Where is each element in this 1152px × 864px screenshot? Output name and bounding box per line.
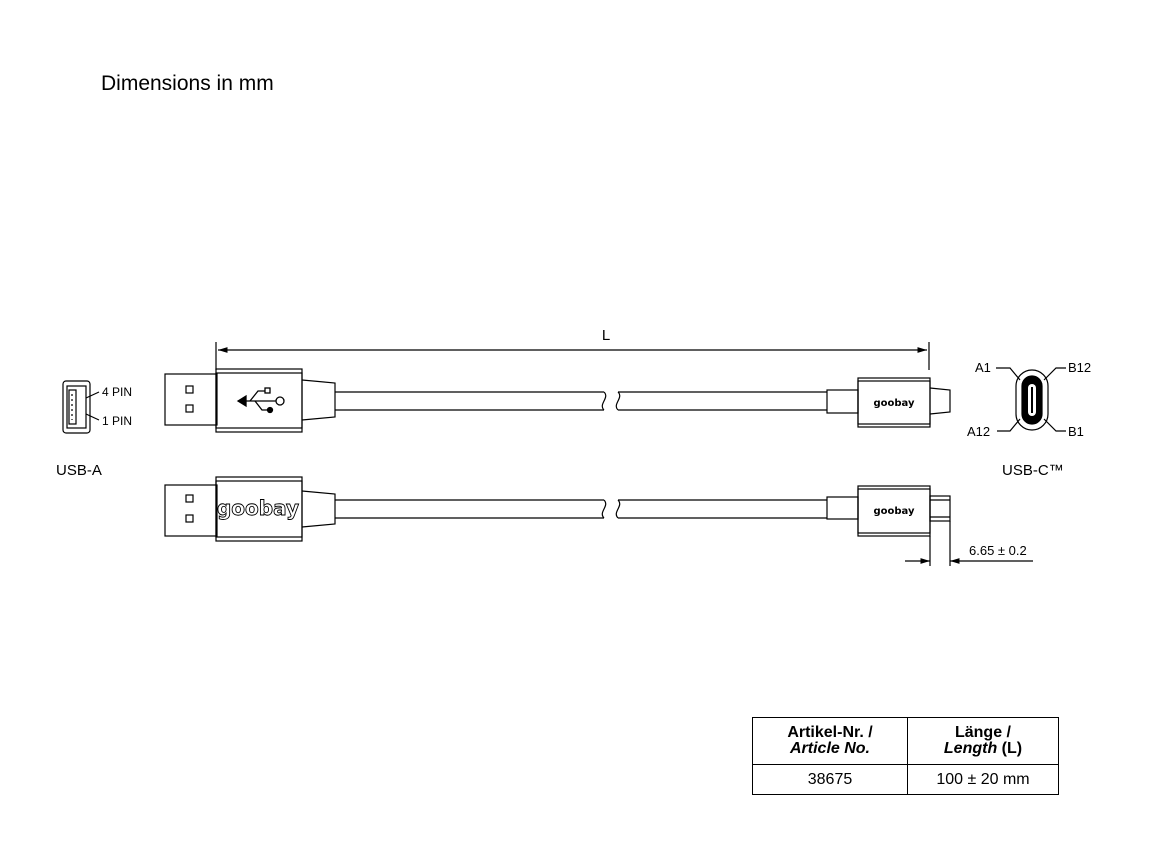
usb-a-label: USB-A (56, 462, 102, 479)
brand-logo-a-bottom: goobay (217, 496, 299, 520)
usb-trident-icon (236, 387, 285, 414)
offset-label: 6.65 ± 0.2 (969, 543, 1027, 558)
brand-logo-c-top: goobay (873, 398, 914, 409)
usb-c-label: USB-C™ (1002, 462, 1064, 479)
offset-dimension (905, 521, 1033, 566)
cable-side-view (164, 476, 951, 542)
pin-a1-label: A1 (975, 360, 991, 375)
length-label: L (602, 327, 610, 344)
usb-a-port-icon (62, 380, 100, 434)
table-row: 38675 100 ± 20 mm (752, 764, 1059, 795)
pin-b12-label: B12 (1068, 360, 1091, 375)
header-article: Artikel-Nr. / Article No. (752, 717, 908, 765)
page-title: Dimensions in mm (101, 72, 274, 95)
header-length: Länge / Length (L) (907, 717, 1059, 765)
usb-c-port-icon (996, 367, 1066, 432)
brand-logo-c-bottom: goobay (873, 506, 914, 517)
length-dimension (215, 342, 930, 370)
pin-a12-label: A12 (967, 424, 990, 439)
spec-table: Artikel-Nr. / Article No. Länge / Length… (752, 717, 1059, 795)
pin-bottom-label: 1 PIN (102, 414, 132, 428)
cable-top-view (164, 368, 951, 433)
pin-top-label: 4 PIN (102, 385, 132, 399)
cell-article-number: 38675 (752, 764, 908, 795)
cell-length: 100 ± 20 mm (907, 764, 1059, 795)
pin-b1-label: B1 (1068, 424, 1084, 439)
spec-header-row: Artikel-Nr. / Article No. Länge / Length… (752, 717, 1059, 765)
